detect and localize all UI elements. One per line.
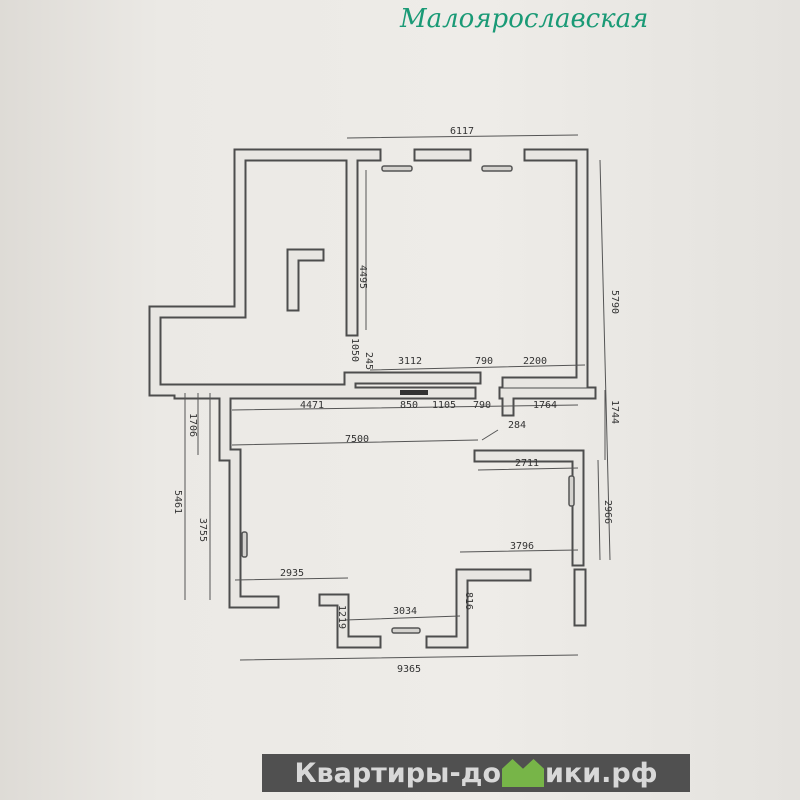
dim-right-upper: 5790 xyxy=(609,290,620,314)
window-left xyxy=(241,531,248,558)
door-marker xyxy=(400,390,428,395)
dim-2935: 2935 xyxy=(280,568,304,579)
window-top-right xyxy=(481,165,513,172)
dim-1706: 1706 xyxy=(187,413,198,437)
dim-790-lower: 790 xyxy=(473,400,491,411)
dim-7500: 7500 xyxy=(345,434,369,445)
watermark-text-right: ики.рф xyxy=(545,757,658,789)
dim-4471: 4471 xyxy=(300,400,324,411)
dimension-labels: 6117 5790 4495 1050 245 3112 790 2200 44… xyxy=(172,126,620,675)
window-top-left xyxy=(381,165,413,172)
dim-5461: 5461 xyxy=(172,490,183,514)
dim-2200: 2200 xyxy=(523,356,547,367)
dim-2711: 2711 xyxy=(515,458,539,469)
dim-1219: 1219 xyxy=(336,605,347,629)
dim-3755: 3755 xyxy=(197,518,208,542)
watermark-text-left: Квартиры-до xyxy=(294,757,502,789)
windows xyxy=(241,165,575,634)
dim-3796: 3796 xyxy=(510,541,534,552)
handwritten-title: Малоярославская xyxy=(400,4,649,34)
dim-1105: 1105 xyxy=(432,400,456,411)
dim-284: 284 xyxy=(508,420,526,431)
dim-bottom-width: 9365 xyxy=(397,664,421,675)
dim-top-width: 6117 xyxy=(450,126,474,137)
dim-left-room-height: 4495 xyxy=(357,265,368,289)
dim-3112: 3112 xyxy=(398,356,422,367)
dimension-lines xyxy=(184,134,611,661)
dim-1050: 1050 xyxy=(349,338,360,362)
dim-245: 245 xyxy=(363,352,374,370)
houses-logo-icon xyxy=(502,759,545,787)
watermark-banner: Квартиры-до ики.рф xyxy=(262,754,690,792)
walls xyxy=(148,148,597,649)
window-bottom xyxy=(391,627,421,634)
dim-2966: 2966 xyxy=(602,500,613,524)
dim-3034: 3034 xyxy=(393,606,417,617)
dim-850: 850 xyxy=(400,400,418,411)
dim-1764: 1764 xyxy=(533,400,557,411)
dim-1744: 1744 xyxy=(609,400,620,424)
window-right xyxy=(568,475,575,507)
dim-790-upper: 790 xyxy=(475,356,493,367)
dim-816: 816 xyxy=(463,592,474,610)
